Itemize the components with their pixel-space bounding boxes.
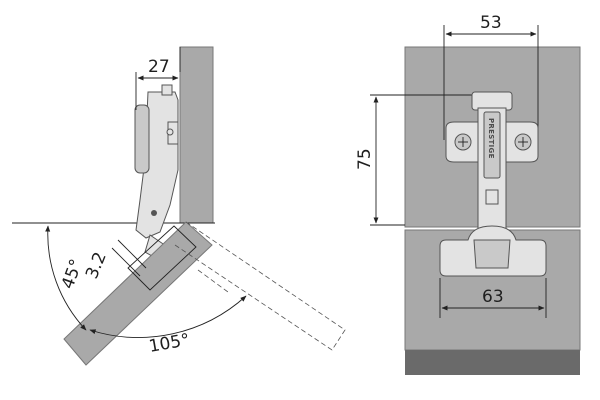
label-mount-depth: 27 bbox=[148, 57, 170, 77]
hinge-cup-front bbox=[439, 225, 547, 277]
dim-mount-depth: 27 bbox=[135, 47, 181, 110]
dim-cup-width: 63 bbox=[439, 278, 547, 318]
dim-door-angle: 45° bbox=[45, 225, 87, 331]
label-door-angle: 45° bbox=[58, 257, 87, 292]
cabinet-panel bbox=[179, 46, 214, 224]
label-cup-width: 63 bbox=[482, 287, 504, 307]
door-edge bbox=[405, 350, 580, 375]
dim-plate-height: 75 bbox=[355, 94, 480, 226]
brand-label: PRESTIGE bbox=[487, 118, 495, 159]
side-view: 27 3.2 45° 105° bbox=[12, 46, 346, 366]
mounting-plate bbox=[445, 91, 539, 163]
label-opening-angle: 105° bbox=[147, 330, 191, 357]
label-boring-distance: 3.2 bbox=[82, 249, 111, 282]
dim-plate-hole-spacing: 53 bbox=[443, 13, 539, 140]
door-open-105 bbox=[174, 221, 346, 351]
hinge-arm-front: PRESTIGE bbox=[477, 107, 507, 236]
front-view: 53 75 PRESTIGE bbox=[355, 13, 581, 375]
label-plate-hole-spacing: 53 bbox=[480, 13, 502, 33]
hinge-arm-side bbox=[134, 84, 179, 265]
label-plate-height: 75 bbox=[355, 148, 375, 170]
hinge-cup-side bbox=[127, 225, 197, 291]
